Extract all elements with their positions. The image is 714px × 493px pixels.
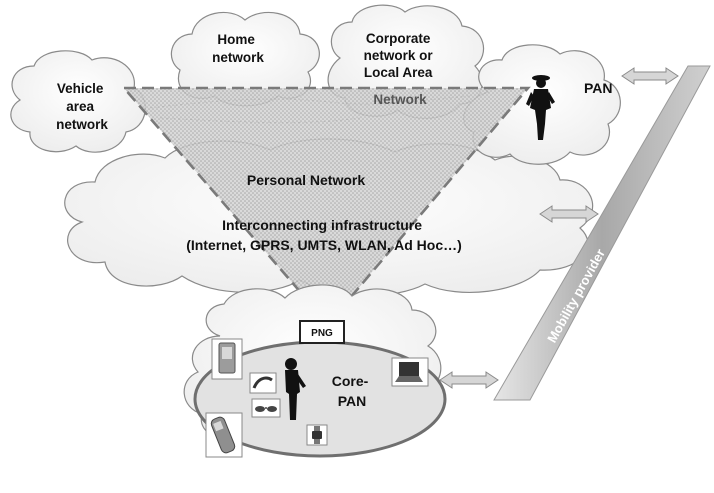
core-pan-label: Core- PAN (332, 373, 372, 409)
person-silhouette-icon (526, 75, 555, 140)
laptop-icon (391, 357, 429, 387)
core-pan-person-icon (285, 358, 306, 420)
infrastructure-label: Interconnecting infrastructure (Internet… (186, 217, 462, 253)
headset-icon (249, 372, 277, 394)
mobility-provider-bar (493, 65, 711, 401)
mobile-phone-icon (205, 412, 243, 458)
png-label: PNG (311, 328, 333, 339)
wristwatch-icon (306, 424, 328, 446)
corporate-network-label: Corporate network or Local Area Network (364, 31, 437, 107)
vehicle-area-network-label: Vehicle area network (56, 81, 108, 132)
double-arrow-core-pan (439, 371, 499, 389)
mobility-arrows (439, 67, 679, 389)
glasses-icon (251, 398, 281, 418)
personal-network-triangle (121, 86, 531, 326)
pan-label: PAN (584, 80, 613, 96)
png-box (299, 320, 345, 344)
double-arrow-pan (621, 67, 679, 85)
personal-network-label: Personal Network (247, 172, 365, 188)
double-arrow-infrastructure (539, 205, 599, 223)
home-network-label: Home network (212, 32, 264, 65)
pda-icon (211, 338, 243, 380)
